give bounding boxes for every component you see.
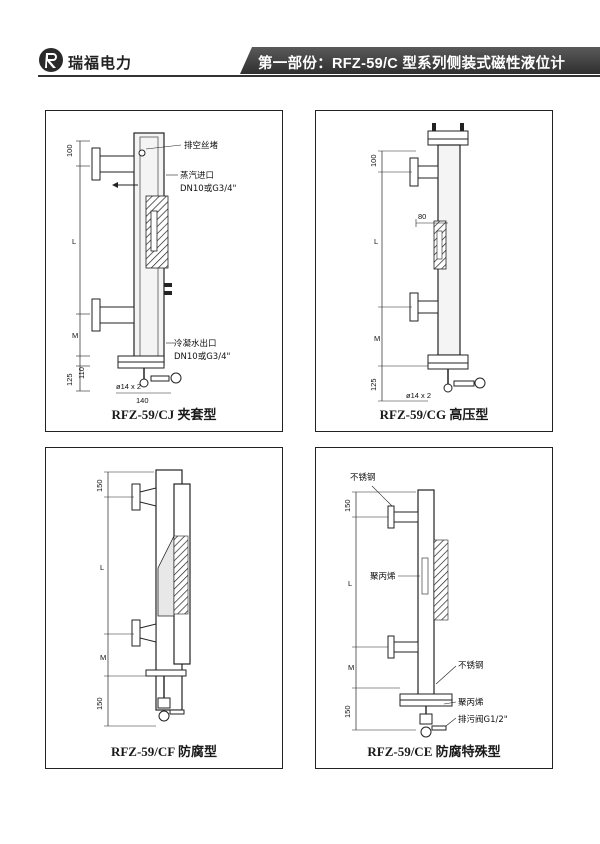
dim-m: M [348,663,354,672]
column [417,489,435,703]
dim-l: L [348,579,352,588]
label-vent-plug: 排空丝堵 [184,140,219,151]
page-title: 第一部份：RFZ-59/C 型系列侧装式磁性液位计 [258,56,566,72]
dim-125: 125 [65,373,74,386]
dim-m: M [100,653,106,662]
panel-caption: RFZ-59/CE 防腐特殊型 [367,744,501,759]
dim-l: L [374,237,378,246]
diagram-cj: 排空丝堵 蒸汽进口 DN10或G3/4" 冷凝水出口 DN10或G3/4" 10… [65,132,236,405]
brand-name: 瑞福电力 [68,55,133,72]
dim-140: 140 [136,396,149,405]
dim-l: L [72,237,76,246]
dim-150-bottom: 150 [95,697,104,710]
panel-cg-high-pressure: 100 80 L M 125 ø14 x 2 RFZ-59/CG 高压型 [315,110,553,432]
dim-m: M [374,334,380,343]
panel-caption: RFZ-59/CJ 夹套型 [111,407,217,422]
label-pp-middle: 聚丙烯 [370,571,396,582]
page-header: 瑞福电力 第一部份：RFZ-59/C 型系列侧装式磁性液位计 [0,0,600,90]
indicator-strip [173,535,189,615]
dim-125: 125 [369,378,378,391]
label-drain-valve: 排污阀G1/2" [458,714,508,725]
label-steam-spec: DN10或G3/4" [180,183,236,194]
dim-150-top: 150 [343,499,352,512]
panel-cf-anticorrosion: 150 L M 150 RFZ-59/CF 防腐型 [45,447,283,769]
indicator-strip [433,539,449,621]
dim-l: L [100,563,104,572]
dim-hole-spec: ø14 x 2 [406,391,431,400]
label-steam-in: 蒸汽进口 [180,170,214,181]
dim-80: 80 [418,212,426,221]
label-condensate-out: 冷凝水出口 [174,338,217,349]
panel-caption: RFZ-59/CF 防腐型 [110,744,218,759]
label-pp-low: 聚丙烯 [458,697,484,708]
panel-ce-anticorrosion-special: 不锈钢 聚丙烯 不锈钢 聚丙烯 排污阀G1/2" 150 L M 150 RFZ… [315,447,553,769]
dim-hole-spec: ø14 x 2 [116,382,141,391]
panel-caption: RFZ-59/CG 高压型 [379,407,489,422]
label-stainless-low: 不锈钢 [458,660,484,671]
header-rule [38,75,600,77]
company-logo-icon [39,48,63,72]
label-stainless-top: 不锈钢 [350,472,376,483]
title-banner [240,47,600,74]
dim-150-bottom: 150 [343,705,352,718]
dim-100: 100 [65,144,74,157]
diagram-cg: 100 80 L M 125 ø14 x 2 [369,123,486,402]
panel-cj-jacket-type: 排空丝堵 蒸汽进口 DN10或G3/4" 冷凝水出口 DN10或G3/4" 10… [45,110,283,432]
dim-m: M [72,331,78,340]
dim-100: 100 [369,154,378,167]
label-condensate-spec: DN10或G3/4" [174,351,230,362]
dim-110: 110 [77,367,86,379]
diagram-ce: 不锈钢 聚丙烯 不锈钢 聚丙烯 排污阀G1/2" 150 L M 150 [343,472,508,738]
diagram-cf: 150 L M 150 [95,469,191,727]
dim-150-top: 150 [95,479,104,492]
